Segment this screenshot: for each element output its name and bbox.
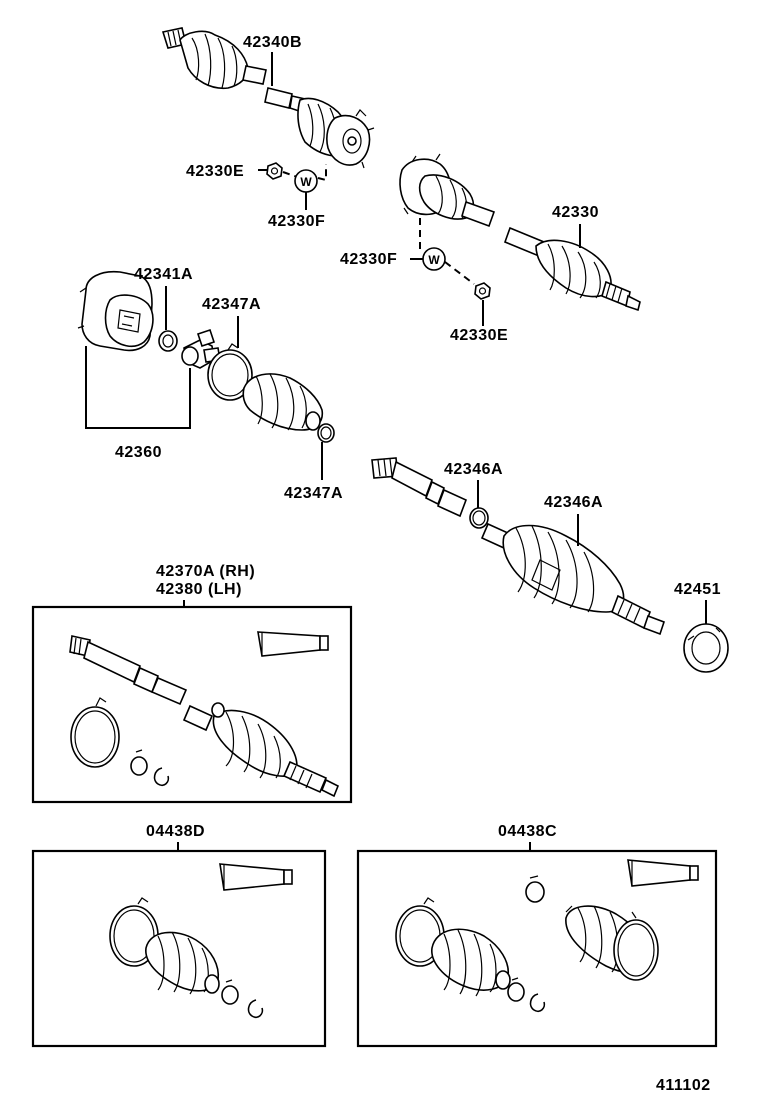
label-42347A-top: 42347A — [202, 296, 261, 313]
label-42347A-bot: 42347A — [284, 485, 343, 502]
label-42451: 42451 — [674, 581, 721, 598]
kit-box-04438D[interactable] — [31, 849, 327, 1048]
label-42370A: 42370A (RH) — [156, 563, 255, 580]
snap-ring-icon — [153, 767, 170, 787]
page-code: 411102 — [656, 1077, 711, 1094]
washer-42330F-top[interactable]: W — [294, 169, 318, 193]
label-04438C: 04438C — [498, 823, 557, 840]
boot-clamp-icon — [70, 697, 120, 768]
small-clamp-icon — [221, 979, 239, 1005]
label-42380: 42380 (LH) — [156, 581, 242, 598]
grease-tube-icon — [219, 863, 293, 891]
small-clamp-icon — [507, 977, 525, 1002]
boot-icon[interactable] — [242, 373, 324, 431]
snap-ring-42341A[interactable] — [158, 330, 178, 352]
washer-letter-mid: W — [428, 253, 440, 267]
outboard-boot-icon — [502, 524, 625, 613]
label-42330F-mid: 42330F — [340, 251, 397, 268]
boot-clamp-42346A-small[interactable] — [469, 507, 489, 529]
label-42346A-big: 42346A — [544, 494, 603, 511]
boot-clamp-icon — [613, 919, 659, 981]
small-clamp-icon — [130, 749, 148, 776]
outboard-boot-icon — [179, 30, 249, 90]
hub-nut-42330E-top[interactable] — [266, 162, 283, 180]
label-42330E-mid: 42330E — [450, 327, 508, 344]
dust-seal-42451[interactable] — [683, 623, 729, 673]
washer-letter-top: W — [300, 175, 312, 189]
inboard-joint-housing-icon — [326, 109, 375, 169]
drive-shaft-42346A[interactable] — [371, 457, 666, 636]
bracket-42360 — [85, 346, 191, 429]
snap-ring-icon — [529, 993, 546, 1013]
label-42330: 42330 — [552, 204, 599, 221]
boot-clamp-42347A-small[interactable] — [317, 423, 335, 443]
splined-stub-icon — [610, 594, 666, 636]
grease-tube-icon — [627, 859, 699, 887]
hub-nut-42330E-mid[interactable] — [474, 282, 491, 300]
small-clamp-icon — [525, 875, 545, 903]
outboard-boot-icon — [535, 239, 612, 299]
grease-tube-icon — [257, 631, 329, 657]
boot-icon — [145, 931, 220, 995]
label-42346A-small: 42346A — [444, 461, 503, 478]
label-42330F-top: 42330F — [268, 213, 325, 230]
splined-stub-icon — [601, 280, 641, 312]
drive-shaft-assembly-icon — [69, 635, 340, 798]
inboard-joint-housing-42360[interactable] — [77, 270, 154, 352]
kit-box-04438C[interactable] — [356, 849, 718, 1048]
label-04438D: 04438D — [146, 823, 205, 840]
snap-ring-icon — [247, 999, 264, 1019]
drive-shaft-42340B[interactable] — [161, 27, 375, 169]
label-42360: 42360 — [115, 444, 162, 461]
boot-clamp-42347A-large[interactable] — [207, 343, 253, 401]
drive-shaft-42330[interactable] — [399, 153, 641, 312]
label-42340B: 42340B — [243, 34, 302, 51]
label-42341A: 42341A — [134, 266, 193, 283]
washer-42330F-mid[interactable]: W — [422, 247, 446, 271]
boot-icon — [431, 928, 511, 997]
kit-box-42370A[interactable] — [31, 605, 353, 804]
label-42330E-top: 42330E — [186, 163, 244, 180]
tripod-joint-icon[interactable] — [181, 328, 221, 369]
